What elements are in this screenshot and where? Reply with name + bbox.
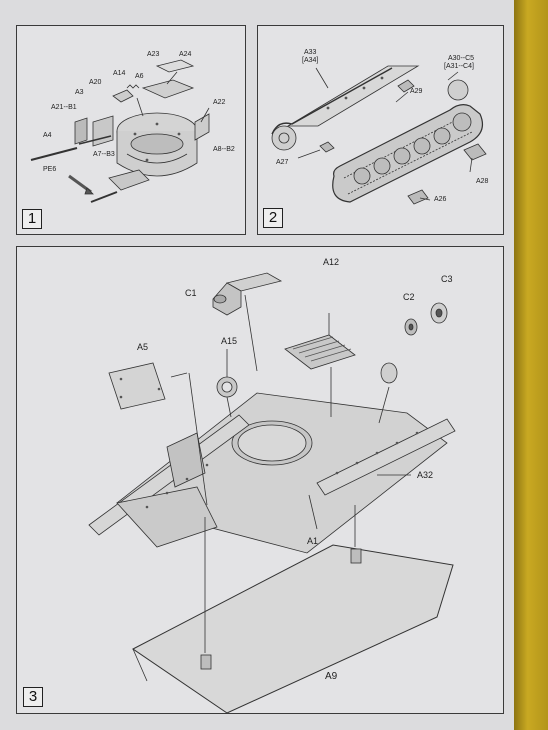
step-3-panel: A12 C1 C3 C2 A5 A15 A32 A1 A9 3 — [16, 246, 504, 714]
label-a27: A27 — [276, 159, 289, 166]
label-c2: C2 — [403, 292, 415, 302]
step-number-3: 3 — [23, 687, 43, 707]
booklet-edge — [514, 0, 548, 730]
label-a33: A33 — [304, 49, 317, 56]
label-c3: C3 — [441, 274, 453, 284]
step-number-1: 1 — [22, 209, 42, 229]
label-a7b3: A7--B3 — [93, 151, 115, 158]
label-a23: A23 — [147, 51, 160, 58]
label-a22: A22 — [213, 99, 226, 106]
label-a6: A6 — [135, 73, 144, 80]
label-a31c4: [A31--C4] — [444, 63, 474, 70]
label-a15: A15 — [221, 336, 238, 346]
label-a20: A20 — [89, 79, 102, 86]
label-pe6: PE6 — [43, 166, 57, 173]
label-a28: A28 — [476, 178, 489, 185]
label-a34: [A34] — [302, 57, 319, 64]
turret-assembly-drawing — [30, 59, 210, 203]
label-a29: A29 — [410, 88, 423, 95]
label-a30c5: A30--C5 — [448, 55, 475, 62]
step-1-panel: A23 A24 A14 A6 A20 A3 A22 A21--B1 A4 A7-… — [16, 25, 246, 235]
label-c1: C1 — [185, 288, 197, 298]
label-a5: A5 — [137, 342, 149, 352]
step-number-2: 2 — [263, 208, 283, 228]
step-2-panel: A33 [A34] A30--C5 [A31--C4] A29 A27 A28 … — [257, 25, 504, 235]
label-a12: A12 — [323, 257, 340, 267]
label-a14: A14 — [113, 70, 126, 77]
label-a32: A32 — [417, 470, 434, 480]
hull-assembly-drawing — [88, 272, 456, 713]
label-a1: A1 — [307, 536, 319, 546]
label-a9: A9 — [325, 671, 338, 682]
label-a8b2: A8--B2 — [213, 146, 235, 153]
label-a21b1: A21--B1 — [51, 104, 77, 111]
label-a26: A26 — [434, 196, 447, 203]
label-a4: A4 — [43, 132, 52, 139]
running-gear-drawing — [271, 65, 487, 205]
label-a24: A24 — [179, 51, 192, 58]
label-a3: A3 — [75, 89, 84, 96]
